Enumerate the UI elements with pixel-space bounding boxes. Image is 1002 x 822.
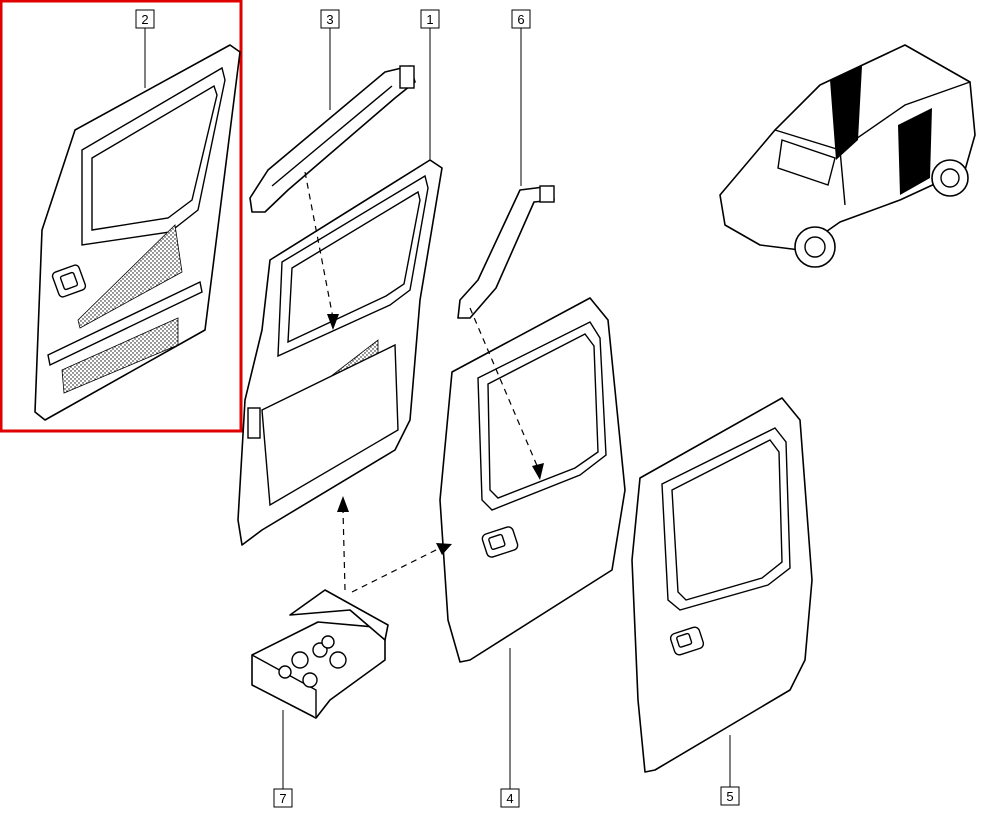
callout-1: 1 [420,9,440,29]
callout-7-label: 7 [279,791,286,806]
part-3-upper-bracket[interactable] [249,65,416,213]
arrow-head [436,543,452,555]
arrow-head [327,314,339,330]
callout-6-label: 6 [517,12,524,27]
arrow-head [532,463,544,480]
callout-3: 3 [320,9,340,29]
part-1-door-inner-frame[interactable] [237,159,443,546]
callout-4: 4 [500,788,520,808]
part-7-fixings-kit[interactable] [251,589,389,719]
assembly-guide-lines [304,171,544,593]
callout-3-label: 3 [326,12,333,27]
callout-2: 2 [135,9,155,29]
vehicle-overview-illustration [719,44,976,268]
arrow-head [337,496,349,512]
callout-7: 7 [273,788,293,808]
callout-leaders [144,28,731,790]
callout-1-label: 1 [426,12,433,27]
part-5-complete-door[interactable] [631,397,813,773]
callout-2-label: 2 [141,12,148,27]
callout-6: 6 [511,9,531,29]
highlight-box [0,0,243,433]
part-6-lower-bracket[interactable] [457,185,555,319]
callout-5-label: 5 [726,789,733,804]
part-4-outer-door-panel[interactable] [439,297,626,663]
part-2-door-trim-panel[interactable] [0,0,243,433]
callout-5: 5 [720,786,740,806]
callout-4-label: 4 [506,791,513,806]
